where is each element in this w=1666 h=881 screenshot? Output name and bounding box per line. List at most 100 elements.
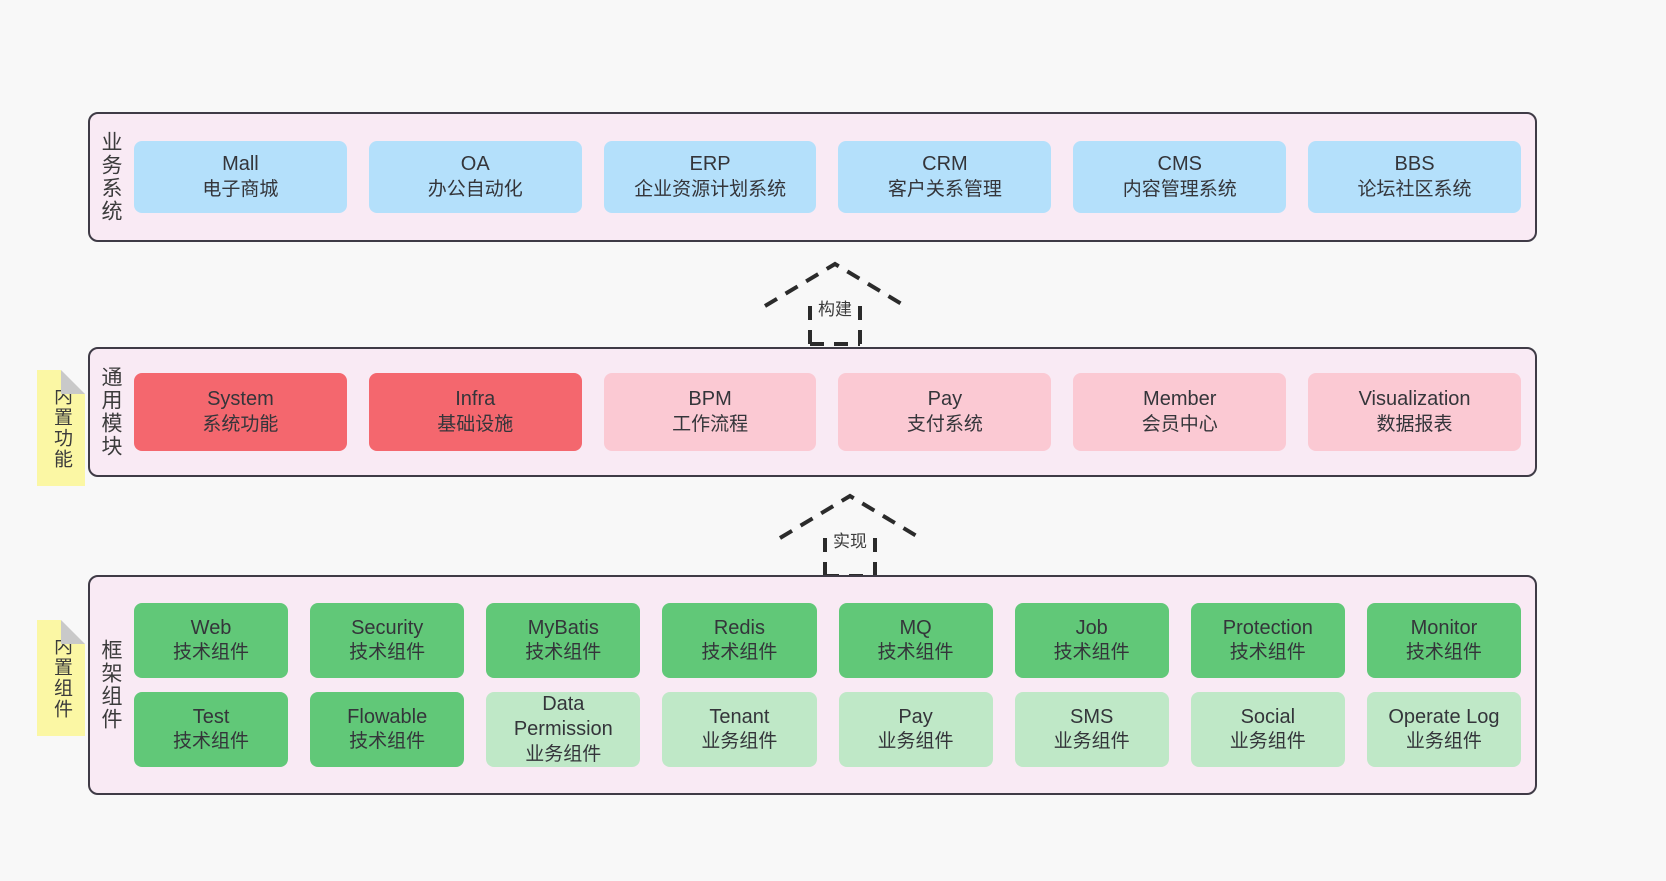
node-mybatis[interactable]: MyBatis 技术组件 xyxy=(486,603,641,678)
node-erp[interactable]: ERP 企业资源计划系统 xyxy=(603,141,817,213)
node-mall[interactable]: Mall 电子商城 xyxy=(134,141,347,213)
node-label-en: Job xyxy=(1075,616,1108,639)
node-pay-component[interactable]: Pay 业务组件 xyxy=(838,692,993,767)
node-label-en: MQ xyxy=(899,616,932,639)
node-label-en: Web xyxy=(190,616,232,639)
layer-common-modules: 通用模块 System 系统功能 Infra 基础设施 BPM 工作流程 Pay… xyxy=(88,347,1537,477)
layer-business-systems: 业务系统 Mall 电子商城 OA 办公自动化 ERP 企业资源计划系统 CRM… xyxy=(88,112,1537,242)
node-label-cn: 内容管理系统 xyxy=(1122,178,1237,200)
node-label-cn: 技术组件 xyxy=(173,731,250,753)
node-label-cn: 业务组件 xyxy=(701,731,778,753)
node-label-cn: 技术组件 xyxy=(1229,642,1306,664)
node-label-cn: 论坛社区系统 xyxy=(1357,178,1472,200)
node-label-en: CMS xyxy=(1157,153,1202,176)
node-label-en: Pay xyxy=(898,705,933,728)
node-label-cn: 技术组件 xyxy=(1405,642,1482,664)
node-crm[interactable]: CRM 客户关系管理 xyxy=(838,141,1052,213)
node-label-en: BPM xyxy=(688,388,732,411)
node-label-en: Operate Log xyxy=(1388,705,1500,728)
note-text: 内置功能 xyxy=(50,386,72,470)
node-member[interactable]: Member 会员中心 xyxy=(1073,373,1287,451)
node-label-en: Pay xyxy=(927,388,963,411)
node-label-cn: 会员中心 xyxy=(1141,413,1218,435)
note-fold-corner-icon xyxy=(61,620,85,644)
node-label-cn: 技术组件 xyxy=(877,642,954,664)
node-label-cn: 客户关系管理 xyxy=(887,178,1002,200)
node-system[interactable]: System 系统功能 xyxy=(134,373,347,451)
node-label-cn: 业务组件 xyxy=(1229,731,1306,753)
impl-arrowhead xyxy=(778,493,922,540)
note-builtin-function: 内置功能 xyxy=(37,370,85,486)
layer-title-common: 通用模块 xyxy=(99,366,123,458)
node-label-cn: 企业资源计划系统 xyxy=(634,178,787,200)
node-label-en: Data Permission xyxy=(513,692,613,741)
node-tenant[interactable]: Tenant 业务组件 xyxy=(662,692,817,767)
connector-build: 构建 xyxy=(755,258,915,346)
node-bpm[interactable]: BPM 工作流程 xyxy=(603,373,817,451)
node-label-en: Protection xyxy=(1222,616,1313,639)
node-label-en: BBS xyxy=(1394,153,1435,176)
note-fold-corner-icon xyxy=(61,370,85,394)
node-label-cn: 支付系统 xyxy=(906,413,983,435)
node-label-en: CRM xyxy=(922,153,968,176)
node-redis[interactable]: Redis 技术组件 xyxy=(662,603,817,678)
node-infra[interactable]: Infra 基础设施 xyxy=(368,373,582,451)
node-social[interactable]: Social 业务组件 xyxy=(1190,692,1345,767)
node-oa[interactable]: OA 办公自动化 xyxy=(368,141,582,213)
node-cms[interactable]: CMS 内容管理系统 xyxy=(1073,141,1287,213)
node-label-en: ERP xyxy=(689,153,731,176)
node-label-en: Test xyxy=(192,705,230,728)
node-monitor[interactable]: Monitor 技术组件 xyxy=(1366,603,1521,678)
note-text: 内置组件 xyxy=(50,636,72,720)
node-label-en: Flowable xyxy=(347,705,428,728)
node-data-permission[interactable]: Data Permission 业务组件 xyxy=(486,692,641,767)
layer-body-business: Mall 电子商城 OA 办公自动化 ERP 企业资源计划系统 CRM 客户关系… xyxy=(130,114,1535,240)
node-label-en: Mall xyxy=(222,153,259,176)
node-label-en: Member xyxy=(1143,388,1217,411)
node-label-cn: 技术组件 xyxy=(349,642,426,664)
node-label-en: SMS xyxy=(1070,705,1114,728)
note-builtin-component: 内置组件 xyxy=(37,620,85,736)
node-label-cn: 系统功能 xyxy=(202,413,279,435)
node-pay[interactable]: Pay 支付系统 xyxy=(838,373,1052,451)
layer-title-business: 业务系统 xyxy=(99,131,123,223)
node-label-en: Monitor xyxy=(1410,616,1478,639)
layer-row: Mall 电子商城 OA 办公自动化 ERP 企业资源计划系统 CRM 客户关系… xyxy=(134,141,1521,213)
node-flowable[interactable]: Flowable 技术组件 xyxy=(310,692,465,767)
node-web[interactable]: Web 技术组件 xyxy=(134,603,289,678)
node-label-cn: 业务组件 xyxy=(1405,731,1482,753)
layer-row: Test 技术组件 Flowable 技术组件 Data Permission … xyxy=(134,692,1521,767)
node-label-en: MyBatis xyxy=(527,616,599,639)
node-label-cn: 业务组件 xyxy=(1053,731,1130,753)
node-visualization[interactable]: Visualization 数据报表 xyxy=(1308,373,1521,451)
layer-body-framework: Web 技术组件 Security 技术组件 MyBatis 技术组件 Redi… xyxy=(130,577,1535,793)
layer-body-common: System 系统功能 Infra 基础设施 BPM 工作流程 Pay 支付系统… xyxy=(130,349,1535,475)
node-label-en: System xyxy=(207,388,274,411)
node-label-en: Redis xyxy=(713,616,765,639)
node-label-en: Tenant xyxy=(709,705,770,728)
node-test[interactable]: Test 技术组件 xyxy=(134,692,289,767)
node-mq[interactable]: MQ 技术组件 xyxy=(838,603,993,678)
node-label-cn: 技术组件 xyxy=(173,642,250,664)
node-label-en: Social xyxy=(1240,705,1296,728)
node-label-cn: 技术组件 xyxy=(1053,642,1130,664)
node-label-en: Security xyxy=(351,616,424,639)
connector-implement: 实现 xyxy=(770,490,930,578)
node-label-cn: 技术组件 xyxy=(349,731,426,753)
node-protection[interactable]: Protection 技术组件 xyxy=(1190,603,1345,678)
node-label-cn: 办公自动化 xyxy=(427,178,523,200)
node-label-en: OA xyxy=(460,153,490,176)
build-arrowhead xyxy=(763,261,907,308)
layer-row: System 系统功能 Infra 基础设施 BPM 工作流程 Pay 支付系统… xyxy=(134,373,1521,451)
connector-label-implement: 实现 xyxy=(833,532,867,551)
node-label-cn: 业务组件 xyxy=(525,743,602,765)
node-label-cn: 基础设施 xyxy=(437,413,514,435)
node-security[interactable]: Security 技术组件 xyxy=(310,603,465,678)
node-job[interactable]: Job 技术组件 xyxy=(1014,603,1169,678)
node-sms[interactable]: SMS 业务组件 xyxy=(1014,692,1169,767)
node-label-en: Infra xyxy=(455,388,496,411)
layer-framework-components: 框架组件 Web 技术组件 Security 技术组件 MyBatis 技术组件… xyxy=(88,575,1537,795)
node-label-cn: 工作流程 xyxy=(672,413,749,435)
node-bbs[interactable]: BBS 论坛社区系统 xyxy=(1308,141,1521,213)
node-operate-log[interactable]: Operate Log 业务组件 xyxy=(1366,692,1521,767)
